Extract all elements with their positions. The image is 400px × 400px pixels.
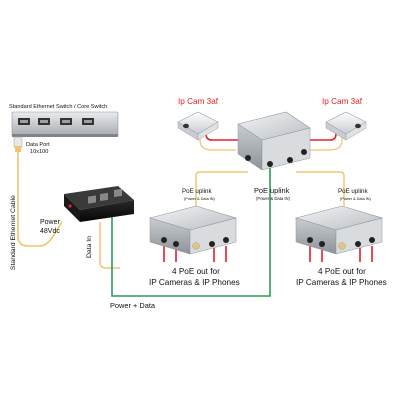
poe-splitter-left [148,205,238,255]
injector-power-label: Power [40,219,61,226]
standard-ethernet-cable-label: Standard Ethernet Cable [10,195,17,270]
data-in-label: Data In [86,236,93,258]
power-led-icon [68,204,72,208]
injector-power-voltage: 48Vdc [40,228,60,235]
injector-ports [88,188,122,204]
data-port-label: Data Port [26,142,50,148]
cable-group [17,128,373,297]
power-data-cable [111,168,271,297]
switch-label: Standard Ethernet Switch / Core Switch [9,104,107,110]
left-uplink-sub: (Power & Data IN) [184,197,216,201]
right-output-cables [309,246,373,262]
camera-lens-icon [183,123,189,129]
camera-left-label: Ip Cam 3af [178,97,219,106]
ip-camera-left [177,111,219,141]
camera-cable-right-2 [308,132,343,151]
left-port-glands [161,237,229,247]
camera-cable-left-2 [199,132,236,151]
ip-camera-right [325,111,367,141]
left-output-label-2: IP Cameras & IP Phones [149,278,240,287]
center-port-glands [245,149,307,167]
right-output-label-2: IP Cameras & IP Phones [296,278,387,287]
right-output-label-1: 4 PoE out for [318,267,366,276]
left-output-cables [163,246,227,262]
poe-splitter-center [237,111,311,171]
poe-splitter-right [294,205,384,255]
power-data-label: Power + Data [110,301,156,310]
left-uplink-label: PoE uplink [182,188,212,195]
center-uplink-label: PoE uplink [254,186,290,195]
data-port-speed: 10x100 [30,149,48,155]
uplink-cable-left [195,171,248,206]
left-output-label-1: 4 PoE out for [172,267,220,276]
camera-lens-icon [355,123,361,129]
right-port-glands [307,237,375,247]
poe-injector [64,186,134,222]
uplink-cable-right [296,171,345,206]
right-uplink-sub: (Power & Data IN) [340,197,372,201]
rj45-plug [13,136,23,148]
ethernet-switch: Standard Ethernet Switch / Core Switch [9,104,119,152]
standard-ethernet-cable [17,152,63,247]
center-uplink-sub: (Power & Data IN) [256,196,291,201]
camera-right-label: Ip Cam 3af [322,97,363,106]
right-uplink-label: PoE uplink [338,188,368,195]
data-in-cable [99,222,120,269]
